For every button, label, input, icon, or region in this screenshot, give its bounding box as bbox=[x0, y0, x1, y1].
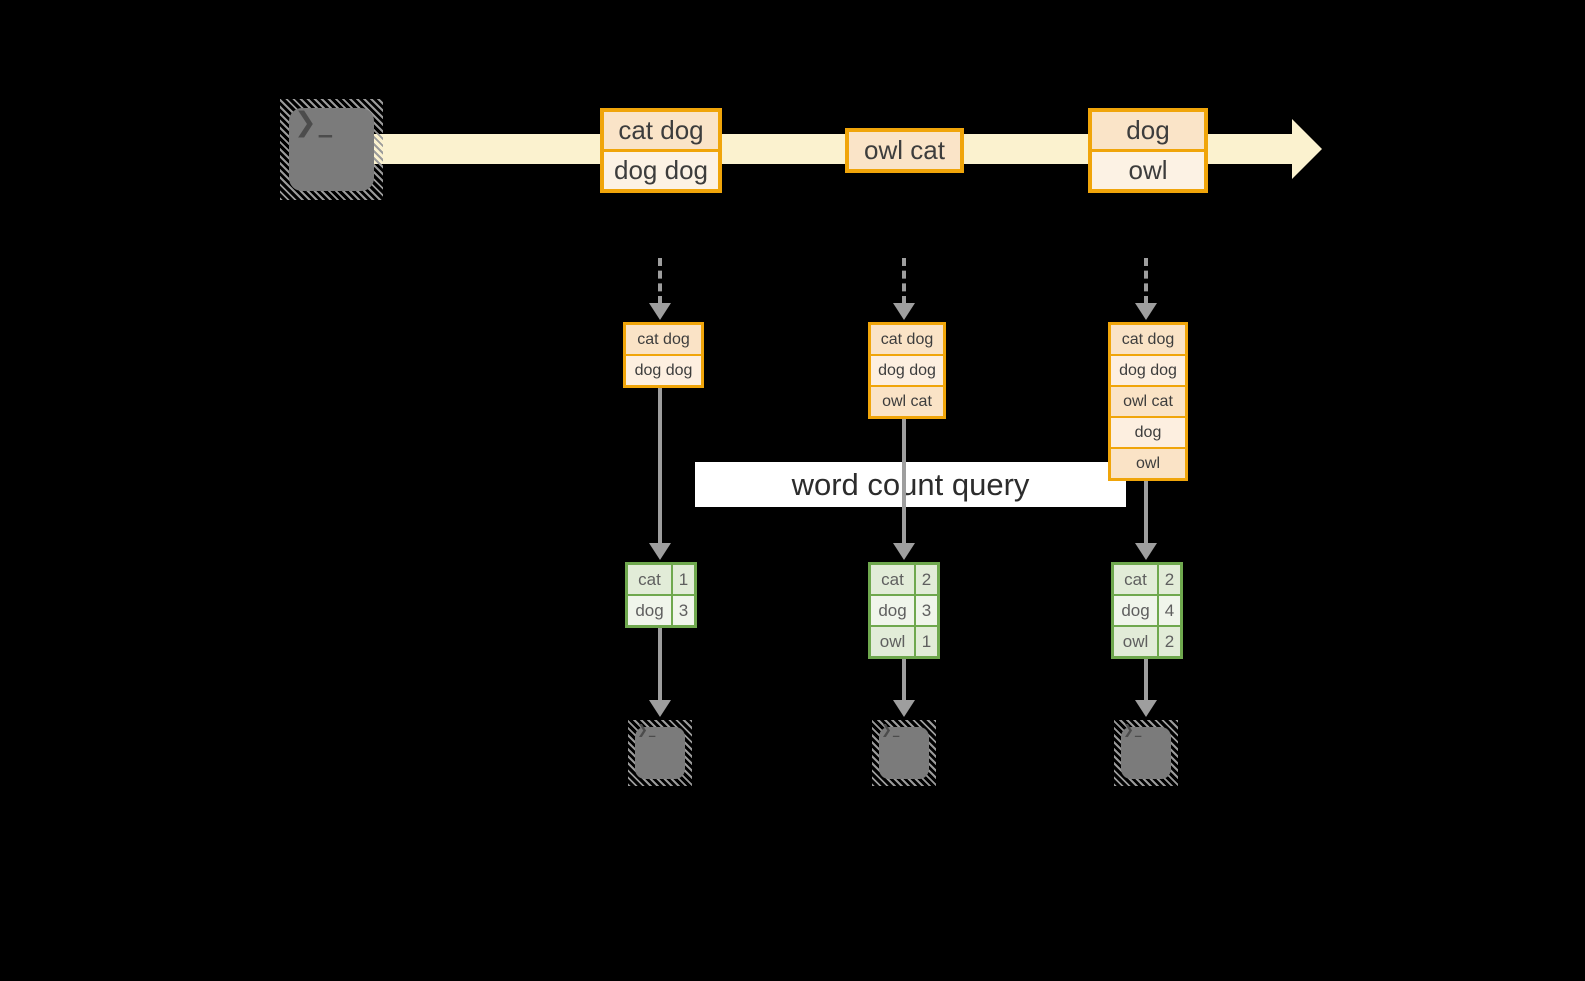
terminal-screen bbox=[635, 727, 685, 779]
count-row: cat 2 bbox=[1114, 565, 1180, 594]
count-word: cat bbox=[871, 565, 914, 594]
count-word: cat bbox=[628, 565, 671, 594]
count-value: 2 bbox=[914, 565, 937, 594]
record-buffer-2: cat dog dog dog owl cat bbox=[868, 322, 946, 419]
count-row: dog 3 bbox=[871, 594, 937, 625]
arrow-head-icon bbox=[1135, 700, 1157, 717]
count-table-2: cat 2 dog 3 owl 1 bbox=[868, 562, 940, 659]
terminal-prompt-icon: ❯_ bbox=[294, 107, 335, 138]
count-table-1: cat 1 dog 3 bbox=[625, 562, 697, 628]
arrow-line bbox=[658, 628, 662, 701]
terminal-screen bbox=[1121, 727, 1171, 779]
record-line: dog bbox=[1092, 112, 1204, 149]
arrow-line bbox=[1144, 481, 1148, 544]
count-table-3: cat 2 dog 4 owl 2 bbox=[1111, 562, 1183, 659]
arrow-head-icon bbox=[893, 543, 915, 560]
record-buffer-1: cat dog dog dog bbox=[623, 322, 704, 388]
count-word: dog bbox=[1114, 596, 1157, 625]
count-row: owl 2 bbox=[1114, 625, 1180, 656]
sink-terminal-icon-3: ❯_ bbox=[1114, 720, 1178, 786]
arrow-head-icon bbox=[1135, 543, 1157, 560]
count-value: 1 bbox=[914, 627, 937, 656]
count-word: owl bbox=[1114, 627, 1157, 656]
count-word: dog bbox=[871, 596, 914, 625]
dashed-arrow-line bbox=[902, 258, 906, 304]
sink-terminal-icon-2: ❯_ bbox=[872, 720, 936, 786]
buffer-record: cat dog bbox=[1111, 325, 1185, 354]
count-value: 2 bbox=[1157, 627, 1180, 656]
stream-arrowhead-icon bbox=[1292, 119, 1322, 179]
buffer-record: dog dog bbox=[626, 354, 701, 385]
count-value: 4 bbox=[1157, 596, 1180, 625]
terminal-prompt-icon: ❯_ bbox=[881, 723, 901, 738]
terminal-prompt-icon: ❯_ bbox=[637, 723, 657, 738]
count-value: 1 bbox=[671, 565, 694, 594]
count-word: owl bbox=[871, 627, 914, 656]
buffer-record: owl cat bbox=[871, 385, 943, 416]
arrow-head-icon bbox=[649, 543, 671, 560]
record-line: cat dog bbox=[604, 112, 718, 149]
count-word: cat bbox=[1114, 565, 1157, 594]
record-buffer-3: cat dog dog dog owl cat dog owl bbox=[1108, 322, 1188, 481]
dashed-arrow-line bbox=[1144, 258, 1148, 304]
arrow-line bbox=[902, 659, 906, 701]
terminal-screen bbox=[289, 108, 374, 191]
arrow-line bbox=[1144, 659, 1148, 701]
dashed-arrow-head-icon bbox=[649, 303, 671, 320]
source-terminal-icon: ❯_ bbox=[280, 99, 383, 200]
query-label: word count query bbox=[695, 462, 1126, 507]
count-value: 2 bbox=[1157, 565, 1180, 594]
buffer-record: cat dog bbox=[871, 325, 943, 354]
timeline-record-box-2: owl cat bbox=[845, 128, 964, 173]
count-row: dog 3 bbox=[628, 594, 694, 625]
dashed-arrow-head-icon bbox=[893, 303, 915, 320]
arrow-line bbox=[902, 419, 906, 544]
terminal-screen bbox=[879, 727, 929, 779]
count-value: 3 bbox=[671, 596, 694, 625]
count-row: cat 1 bbox=[628, 565, 694, 594]
buffer-record: owl bbox=[1111, 447, 1185, 478]
buffer-record: owl cat bbox=[1111, 385, 1185, 416]
record-line: owl cat bbox=[849, 132, 960, 169]
buffer-record: dog bbox=[1111, 416, 1185, 447]
buffer-record: dog dog bbox=[1111, 354, 1185, 385]
dashed-arrow-head-icon bbox=[1135, 303, 1157, 320]
timeline-record-box-1: cat dog dog dog bbox=[600, 108, 722, 193]
count-row: dog 4 bbox=[1114, 594, 1180, 625]
buffer-record: cat dog bbox=[626, 325, 701, 354]
count-row: cat 2 bbox=[871, 565, 937, 594]
arrow-head-icon bbox=[893, 700, 915, 717]
count-word: dog bbox=[628, 596, 671, 625]
count-value: 3 bbox=[914, 596, 937, 625]
arrow-line bbox=[658, 388, 662, 544]
sink-terminal-icon-1: ❯_ bbox=[628, 720, 692, 786]
timeline-record-box-3: dog owl bbox=[1088, 108, 1208, 193]
count-row: owl 1 bbox=[871, 625, 937, 656]
record-line: owl bbox=[1092, 149, 1204, 189]
terminal-prompt-icon: ❯_ bbox=[1123, 723, 1143, 738]
record-line: dog dog bbox=[604, 149, 718, 189]
dashed-arrow-line bbox=[658, 258, 662, 304]
arrow-head-icon bbox=[649, 700, 671, 717]
buffer-record: dog dog bbox=[871, 354, 943, 385]
